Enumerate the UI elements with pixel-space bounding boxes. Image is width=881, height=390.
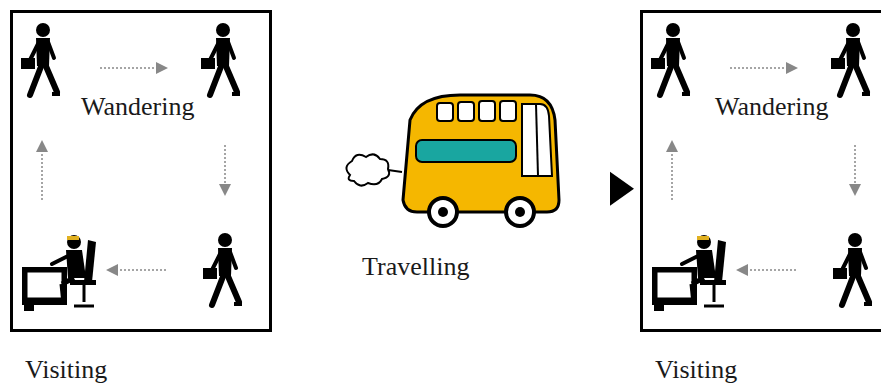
location-label: Visiting bbox=[655, 356, 737, 385]
travel-connector bbox=[278, 172, 634, 206]
edge-label: Travelling bbox=[362, 253, 469, 282]
activity-box: WanderingVisiting bbox=[10, 10, 272, 332]
activity-label: Wandering bbox=[81, 93, 194, 122]
activity-box: WanderingVisiting bbox=[640, 10, 881, 332]
activity-label: Wandering bbox=[715, 93, 828, 122]
bus bbox=[346, 95, 559, 226]
location-label: Visiting bbox=[25, 356, 107, 385]
